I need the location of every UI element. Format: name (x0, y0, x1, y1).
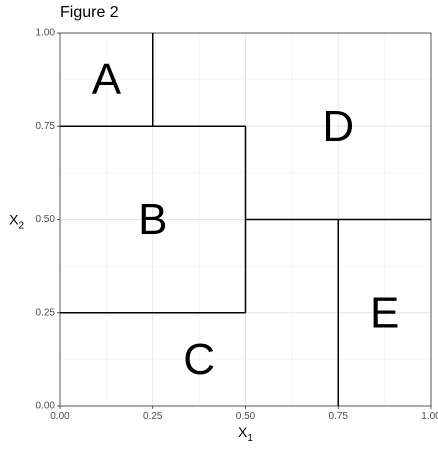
x-tick-label: 0.00 (50, 411, 70, 422)
figure-title: Figure 2 (60, 4, 119, 21)
y-tick-label: 0.75 (36, 121, 56, 132)
region-label-a: A (92, 55, 122, 104)
y-tick-label: 0.25 (36, 307, 56, 318)
y-tick-label: 1.00 (36, 28, 56, 39)
x-axis-title-base: X (238, 424, 248, 440)
y-axis-title-sub: 2 (18, 221, 24, 232)
y-tick-label: 0.00 (36, 401, 56, 412)
region-label-c: C (183, 335, 215, 384)
x-axis-title-sub: 1 (247, 433, 253, 444)
split-lines (60, 33, 431, 406)
y-axis: 0.00 0.25 0.50 0.75 1.00 (36, 28, 60, 412)
x-tick-label: 0.50 (236, 411, 256, 422)
x-tick-label: 0.25 (143, 411, 163, 422)
x-axis-title: X1 (238, 424, 253, 444)
region-label-b: B (138, 195, 167, 244)
y-axis-title-base: X (9, 212, 19, 228)
x-tick-label: 1.00 (421, 411, 438, 422)
region-labels: A B C D E (92, 55, 400, 384)
region-label-e: E (370, 288, 399, 337)
y-tick-label: 0.50 (36, 214, 56, 225)
x-axis: 0.00 0.25 0.50 0.75 1.00 (50, 406, 438, 422)
y-axis-title: X2 (9, 212, 24, 232)
x-tick-label: 0.75 (329, 411, 349, 422)
region-label-d: D (322, 102, 354, 151)
